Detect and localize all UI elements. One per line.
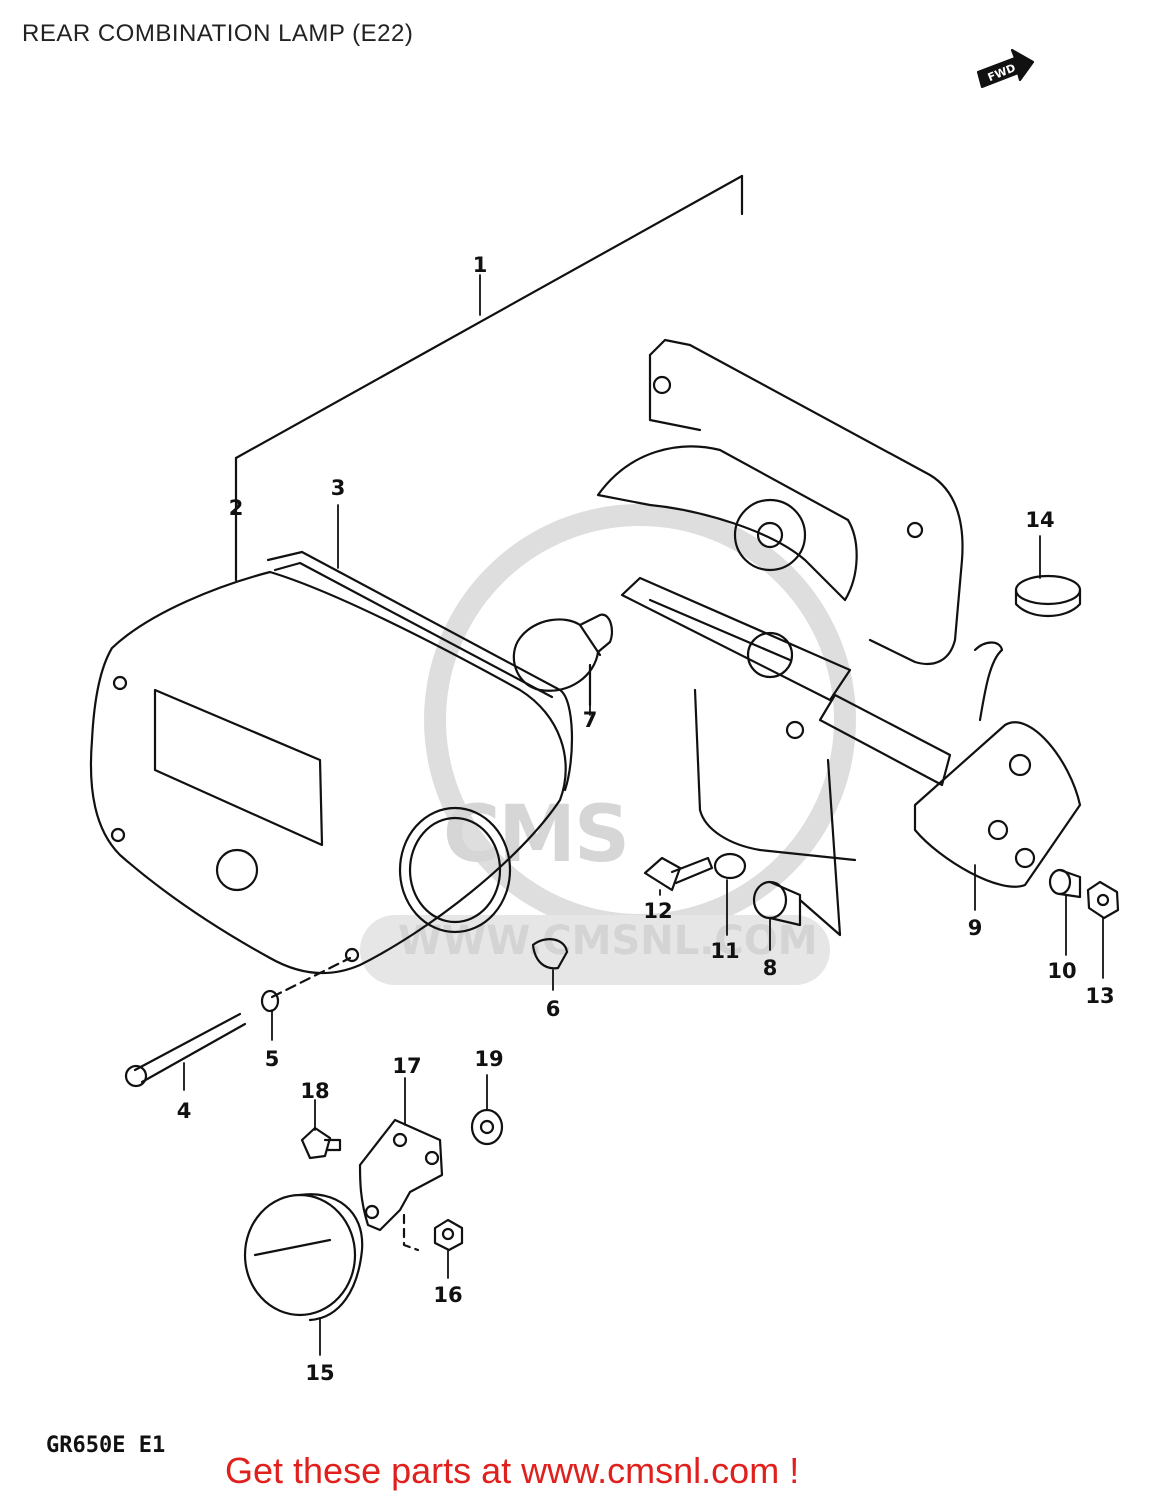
part-callout-8: 8: [763, 956, 778, 980]
nut-16: [433, 1218, 464, 1252]
part-callout-14: 14: [1025, 508, 1054, 532]
leader-lines: [183, 274, 1104, 1356]
nut: [1086, 880, 1120, 920]
part-callout-18: 18: [300, 1079, 329, 1103]
part-callout-4: 4: [177, 1099, 192, 1123]
part-callout-5: 5: [265, 1047, 280, 1071]
lamp-lens: [89, 570, 567, 975]
bulb: [512, 613, 614, 707]
forward-arrow-label: FWD: [986, 61, 1018, 84]
watermark-logo: CMS: [443, 790, 630, 880]
part-callout-16: 16: [433, 1283, 462, 1307]
screw: [124, 1012, 247, 1088]
watermark-url: WWW.CMSNL.COM: [398, 918, 818, 964]
page-title: REAR COMBINATION LAMP (E22): [22, 20, 414, 47]
lamp-housing: [596, 338, 964, 666]
part-callout-3: 3: [331, 476, 346, 500]
washer-11: [713, 852, 747, 880]
cushion: [531, 938, 569, 970]
footer-link[interactable]: Get these parts at www.cmsnl.com !: [225, 1450, 800, 1491]
forward-arrow-icon: [976, 48, 1035, 89]
part-callout-2: 2: [229, 496, 244, 520]
reflector: [243, 1193, 364, 1322]
part-callout-13: 13: [1085, 984, 1114, 1008]
washer: [260, 989, 280, 1013]
base-plate: [620, 576, 952, 862]
part-callout-11: 11: [710, 939, 739, 963]
part-callout-1: 1: [473, 253, 488, 277]
part-callout-17: 17: [392, 1054, 421, 1078]
part-callout-19: 19: [474, 1047, 503, 1071]
small-bolt: [300, 1126, 342, 1160]
reflector-bracket: [358, 1118, 444, 1232]
spacer: [752, 880, 802, 927]
part-callout-6: 6: [546, 997, 561, 1021]
grommet: [1014, 574, 1082, 617]
model-code: GR650E E1: [46, 1433, 166, 1458]
part-callout-12: 12: [643, 899, 672, 923]
part-callout-15: 15: [305, 1361, 334, 1385]
part-callout-9: 9: [968, 916, 983, 940]
license-bracket: [913, 641, 1082, 888]
part-callout-7: 7: [583, 708, 598, 732]
part-callout-10: 10: [1047, 959, 1076, 983]
collar: [1048, 868, 1082, 899]
bolt: [643, 856, 714, 892]
nut-19: [470, 1108, 504, 1146]
